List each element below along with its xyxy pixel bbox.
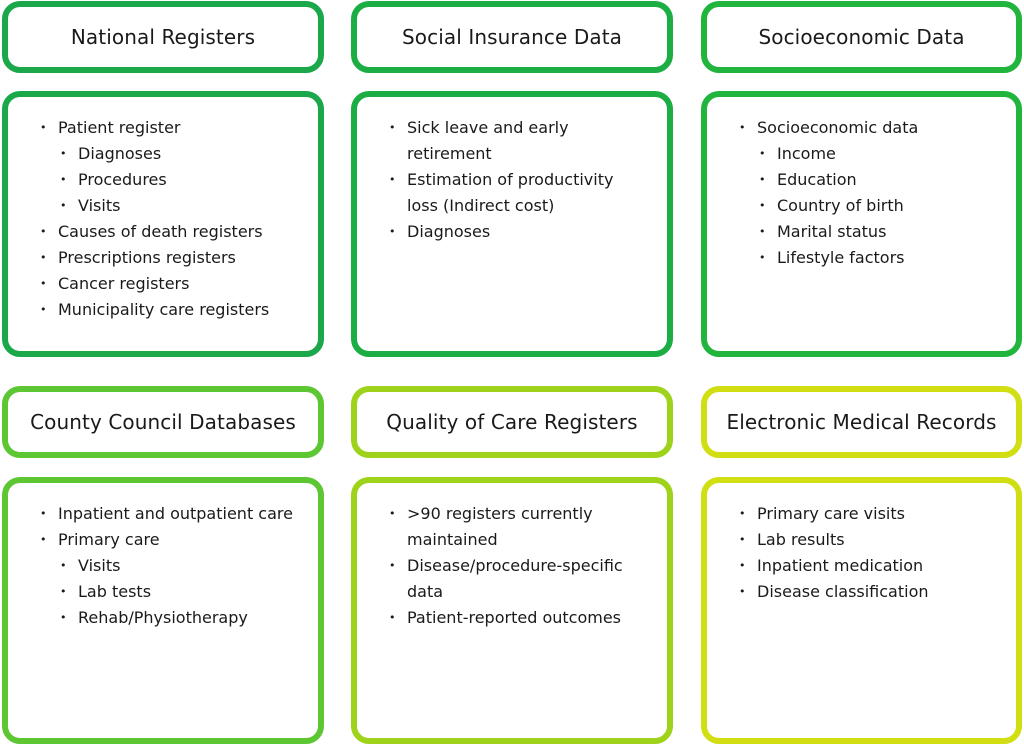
list-item: >90 registers currently maintained <box>383 501 649 553</box>
sub-list-item: Marital status <box>753 219 998 245</box>
sub-list-item: Visits <box>54 193 300 219</box>
sub-list-item: Visits <box>54 553 300 579</box>
quality-of-care-header: Quality of Care Registers <box>351 386 673 458</box>
list-item: Sick leave and early retirement <box>383 115 649 167</box>
list-item: Socioeconomic data <box>733 115 998 141</box>
emr-header: Electronic Medical Records <box>701 386 1022 458</box>
socioeconomic-body: Socioeconomic dataIncomeEducationCountry… <box>701 91 1022 357</box>
national-registers-body: Patient registerDiagnosesProceduresVisit… <box>2 91 324 357</box>
social-insurance-list: Sick leave and early retirementEstimatio… <box>383 115 649 245</box>
sub-list-item: Country of birth <box>753 193 998 219</box>
list-item: Primary care visits <box>733 501 998 527</box>
list-item: Prescriptions registers <box>34 245 300 271</box>
emr-body: Primary care visitsLab resultsInpatient … <box>701 477 1022 744</box>
list-item: Causes of death registers <box>34 219 300 245</box>
list-item: Patient-reported outcomes <box>383 605 649 631</box>
quality-of-care-body: >90 registers currently maintainedDiseas… <box>351 477 673 744</box>
sub-list-item: Lab tests <box>54 579 300 605</box>
list-item: Estimation of productivity loss (Indirec… <box>383 167 649 219</box>
sub-list-item: Diagnoses <box>54 141 300 167</box>
list-item: Disease classification <box>733 579 998 605</box>
list-item: Disease/procedure-specific data <box>383 553 649 605</box>
emr-title: Electronic Medical Records <box>726 410 997 434</box>
social-insurance-body: Sick leave and early retirementEstimatio… <box>351 91 673 357</box>
socioeconomic-list: Socioeconomic dataIncomeEducationCountry… <box>733 115 998 271</box>
socioeconomic-title: Socioeconomic Data <box>758 25 965 49</box>
quality-of-care-list: >90 registers currently maintainedDiseas… <box>383 501 649 631</box>
list-item: Municipality care registers <box>34 297 300 323</box>
county-council-list: Inpatient and outpatient carePrimary car… <box>34 501 300 631</box>
county-council-header: County Council Databases <box>2 386 324 458</box>
national-registers-list: Patient registerDiagnosesProceduresVisit… <box>34 115 300 323</box>
list-item: Cancer registers <box>34 271 300 297</box>
sub-list-item: Lifestyle factors <box>753 245 998 271</box>
list-item: Primary care <box>34 527 300 553</box>
county-council-body: Inpatient and outpatient carePrimary car… <box>2 477 324 744</box>
list-item: Patient register <box>34 115 300 141</box>
sub-list-item: Education <box>753 167 998 193</box>
social-insurance-header: Social Insurance Data <box>351 1 673 73</box>
sub-list-item: Income <box>753 141 998 167</box>
national-registers-title: National Registers <box>70 25 256 49</box>
national-registers-header: National Registers <box>2 1 324 73</box>
list-item: Inpatient and outpatient care <box>34 501 300 527</box>
emr-list: Primary care visitsLab resultsInpatient … <box>733 501 998 605</box>
sub-list-item: Rehab/Physiotherapy <box>54 605 300 631</box>
sub-list-item: Procedures <box>54 167 300 193</box>
quality-of-care-title: Quality of Care Registers <box>386 410 638 434</box>
socioeconomic-header: Socioeconomic Data <box>701 1 1022 73</box>
list-item: Inpatient medication <box>733 553 998 579</box>
social-insurance-title: Social Insurance Data <box>402 25 622 49</box>
list-item: Lab results <box>733 527 998 553</box>
list-item: Diagnoses <box>383 219 649 245</box>
county-council-title: County Council Databases <box>30 410 296 434</box>
